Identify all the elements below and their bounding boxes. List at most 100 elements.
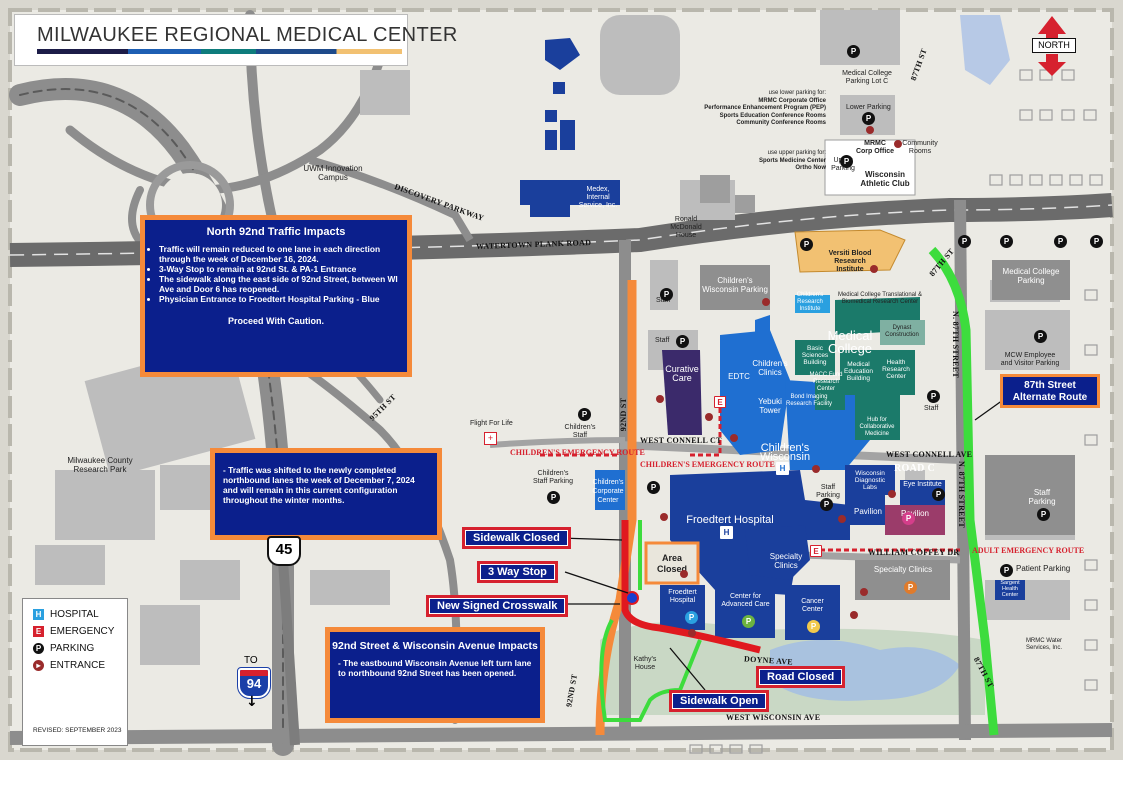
label-staff-parking-small: Staff Parking [816, 484, 840, 499]
legend-hospital-label: HOSPITAL [50, 609, 99, 620]
label-health-research: Health Research Center [882, 358, 910, 380]
label-staff-parking-east: Staff Parking [1028, 488, 1056, 506]
road-87th-main: N. 87TH STREET [951, 310, 961, 379]
entrance-icon [850, 611, 858, 619]
legend-hospital: H HOSPITAL [33, 609, 127, 620]
north92-item: The sidewalk along the east side of 92nd… [159, 274, 407, 294]
label-staff-2: Staff [655, 337, 670, 344]
emergency-icon-adult: E [810, 545, 822, 557]
alt-route-text: 87th Street Alternate Route [1012, 380, 1088, 403]
parking-icon: P [578, 408, 591, 421]
legend-parking: P PARKING [33, 643, 127, 654]
parking-icon: P [1034, 330, 1047, 343]
label-childrens-wisconsin: Children's Wisconsin [759, 442, 811, 463]
label-childrens-clinics: Children's Clinics [752, 359, 788, 377]
label-wac: Wisconsin Athletic Club [860, 170, 910, 188]
wisconsin-title: 92nd Street & Wisconsin Avenue Impacts [332, 640, 538, 652]
label-dynast: Dynast Construction [885, 325, 919, 338]
legend-entrance-label: ENTRANCE [50, 660, 106, 671]
road-c: ROAD C [894, 463, 935, 474]
i94-to-label: TO [244, 655, 258, 666]
entrance-icon [894, 140, 902, 148]
legend-parking-label: PARKING [50, 643, 95, 654]
label-advanced-care: Center for Advanced Care [721, 593, 770, 608]
label-mcw-education: Medical Education Building [844, 360, 873, 382]
page-title: MILWAUKEE REGIONAL MEDICAL CENTER [37, 24, 458, 46]
parking-note-lower: use lower parking for: MRMC Corporate Of… [702, 90, 826, 128]
parking-icon: P [33, 643, 44, 654]
entrance-icon [660, 513, 668, 521]
callout-road-closed: Road Closed [756, 666, 846, 688]
92nd-detour-line [595, 280, 637, 736]
entrance-icon [705, 413, 713, 421]
alt-route-box: 87th Street Alternate Route [1000, 374, 1100, 408]
road-wisconsin: WEST WISCONSIN AVE [726, 713, 821, 722]
parking-icon: P [847, 45, 860, 58]
label-medical-college: Medical College [827, 328, 873, 356]
parking-icon: P [807, 620, 820, 633]
down-arrow-icon: ↓ [246, 694, 258, 710]
us45-shield-icon: 45 [267, 536, 301, 566]
legend-entrance: ▸ ENTRANCE [33, 660, 127, 671]
children-emergency-route-west: CHILDREN'S EMERGENCY ROUTE [510, 448, 645, 457]
title-banner: MILWAUKEE REGIONAL MEDICAL CENTER [14, 14, 457, 66]
label-cancer: Cancer Center [801, 598, 824, 613]
label-imaging: Bond Imaging Research Facility [786, 394, 833, 407]
pond-north [960, 15, 1010, 85]
label-water: MRMC Water Services, Inc. [1025, 638, 1063, 651]
wisconsin-ave-road [9, 723, 1113, 745]
callout-3-way-stop: 3 Way Stop [477, 561, 558, 583]
emergency-icon-childrens: E [714, 396, 726, 408]
87th-alt-route-line [928, 246, 999, 736]
campus-map [0, 0, 1123, 760]
north92-item: 3-Way Stop to remain at 92nd St. & PA-1 … [159, 264, 407, 274]
label-pavilion: Pavilion [853, 506, 882, 516]
note-lower-1: use lower parking for: [768, 90, 826, 96]
label-flight: Flight For Life [470, 420, 513, 427]
emergency-icon: E [33, 626, 44, 637]
parking-icon: P [840, 155, 853, 168]
note-upper-3: Ortho Now [795, 165, 826, 171]
parking-icon: P [820, 498, 833, 511]
note-lower-2: MRMC Corporate Office [758, 97, 826, 104]
road-92nd-north: 92ND ST [619, 397, 629, 432]
north92-title: North 92nd Traffic Impacts [206, 226, 346, 238]
note-upper-1: use upper parking for: [767, 150, 826, 156]
parking-icon: P [676, 335, 689, 348]
label-froedtert-parking: Froedtert Hospital [668, 589, 697, 604]
road-connell-ave: WEST CONNELL AVE [886, 450, 973, 459]
adult-emergency-route: ADULT EMERGENCY ROUTE [972, 546, 1085, 555]
parking-icon: P [1000, 235, 1013, 248]
callout-sidewalk-closed: Sidewalk Closed [462, 527, 571, 549]
parking-icon: P [932, 488, 945, 501]
label-hub: Hub for Collaborative Medicine [859, 416, 895, 437]
hospital-icon-childrens: H [776, 462, 789, 475]
parking-icon: P [1054, 235, 1067, 248]
helipad-icon: + [484, 432, 497, 445]
label-childrens-corporate: Children's Corporate Center [592, 478, 624, 504]
label-froedtert: Froedtert Hospital [686, 513, 774, 526]
i94-shield-icon: 94 [237, 667, 271, 699]
parking-icon: P [1000, 564, 1013, 577]
label-mcw-employee: MCW Employee and Visitor Parking [1000, 352, 1060, 367]
label-basic-sciences: Basic Sciences Building [801, 344, 829, 366]
label-curative: Curative Care [665, 364, 699, 383]
entrance-icon [656, 395, 664, 403]
north-label: NORTH [1032, 38, 1076, 53]
crosswalk-marker [625, 591, 639, 605]
hospital-icon: H [33, 609, 44, 620]
entrance-icon [838, 515, 846, 523]
entrance-icon [888, 490, 896, 498]
parking-icon: P [647, 481, 660, 494]
entrance-icon [688, 629, 696, 637]
label-childrens-staff: Children's Staff [564, 424, 596, 439]
callout-sidewalk-open: Sidewalk Open [669, 690, 770, 712]
north92-item: Traffic will remain reduced to one lane … [159, 244, 407, 264]
area-closed-zone [644, 541, 700, 585]
callout-crosswalk: New Signed Crosswalk [426, 595, 569, 617]
road-connell-ct: WEST CONNELL CT [640, 436, 722, 445]
label-specialty: Specialty Clinics [769, 552, 803, 570]
note-lower-5: Community Conference Rooms [736, 120, 826, 126]
legend-emergency-label: EMERGENCY [50, 626, 115, 637]
label-edtc: EDTC [728, 371, 750, 381]
